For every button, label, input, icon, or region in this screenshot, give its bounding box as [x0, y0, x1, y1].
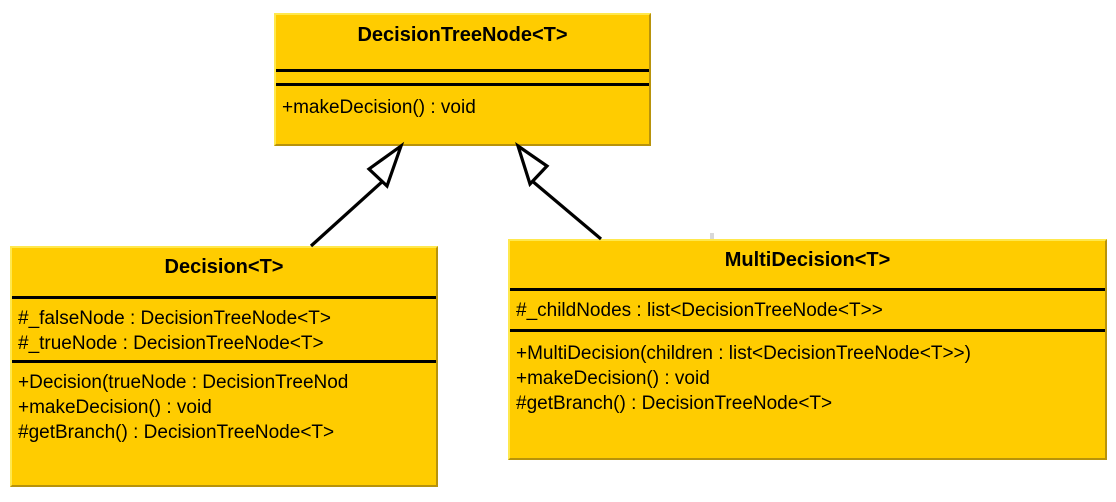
class-name-multidecision: MultiDecision<T>: [724, 249, 891, 271]
operation-item: #getBranch() : DecisionTreeNode<T>: [18, 422, 335, 443]
class-name-compartment: MultiDecision<T>: [510, 241, 1105, 288]
hollow-triangle-arrowhead-icon: [515, 142, 550, 188]
class-name-decisiontreenode: DecisionTreeNode<T>: [357, 24, 568, 46]
generalization-arrow-decision[interactable]: [309, 141, 405, 248]
class-box-multidecision[interactable]: MultiDecision<T> #_childNodes : list<Dec…: [508, 239, 1107, 460]
generalization-line: [529, 178, 603, 241]
class-attributes-compartment: #_falseNode : DecisionTreeNode<T> #_true…: [12, 296, 436, 360]
operation-item: +makeDecision() : void: [282, 97, 476, 118]
class-attributes-compartment: #_childNodes : list<DecisionTreeNode<T>>: [510, 288, 1105, 329]
class-operations-compartment: +MultiDecision(children : list<DecisionT…: [510, 329, 1105, 424]
attribute-item: #_childNodes : list<DecisionTreeNode<T>>: [516, 300, 883, 321]
generalization-line: [309, 179, 385, 248]
class-name-decision: Decision<T>: [164, 256, 284, 278]
operation-item: +makeDecision() : void: [18, 397, 212, 418]
class-name-compartment: DecisionTreeNode<T>: [276, 15, 649, 69]
class-operations-compartment: +Decision(trueNode : DecisionTreeNod +ma…: [12, 360, 436, 455]
operation-item: +makeDecision() : void: [516, 368, 710, 389]
attribute-item: #_falseNode : DecisionTreeNode<T>: [18, 308, 331, 329]
class-name-compartment: Decision<T>: [12, 248, 436, 296]
operation-item: +MultiDecision(children : list<DecisionT…: [516, 343, 971, 364]
operation-item: #getBranch() : DecisionTreeNode<T>: [516, 393, 833, 414]
hollow-triangle-arrowhead-icon: [366, 141, 405, 189]
class-attributes-compartment: [276, 69, 649, 83]
class-box-decision[interactable]: Decision<T> #_falseNode : DecisionTreeNo…: [10, 246, 438, 487]
class-operations-compartment: +makeDecision() : void: [276, 83, 649, 141]
class-box-decisiontreenode[interactable]: DecisionTreeNode<T> +makeDecision() : vo…: [274, 13, 651, 146]
generalization-arrow-multidecision[interactable]: [515, 142, 603, 241]
attribute-item: #_trueNode : DecisionTreeNode<T>: [18, 333, 324, 354]
operation-item: +Decision(trueNode : DecisionTreeNod: [18, 372, 349, 393]
